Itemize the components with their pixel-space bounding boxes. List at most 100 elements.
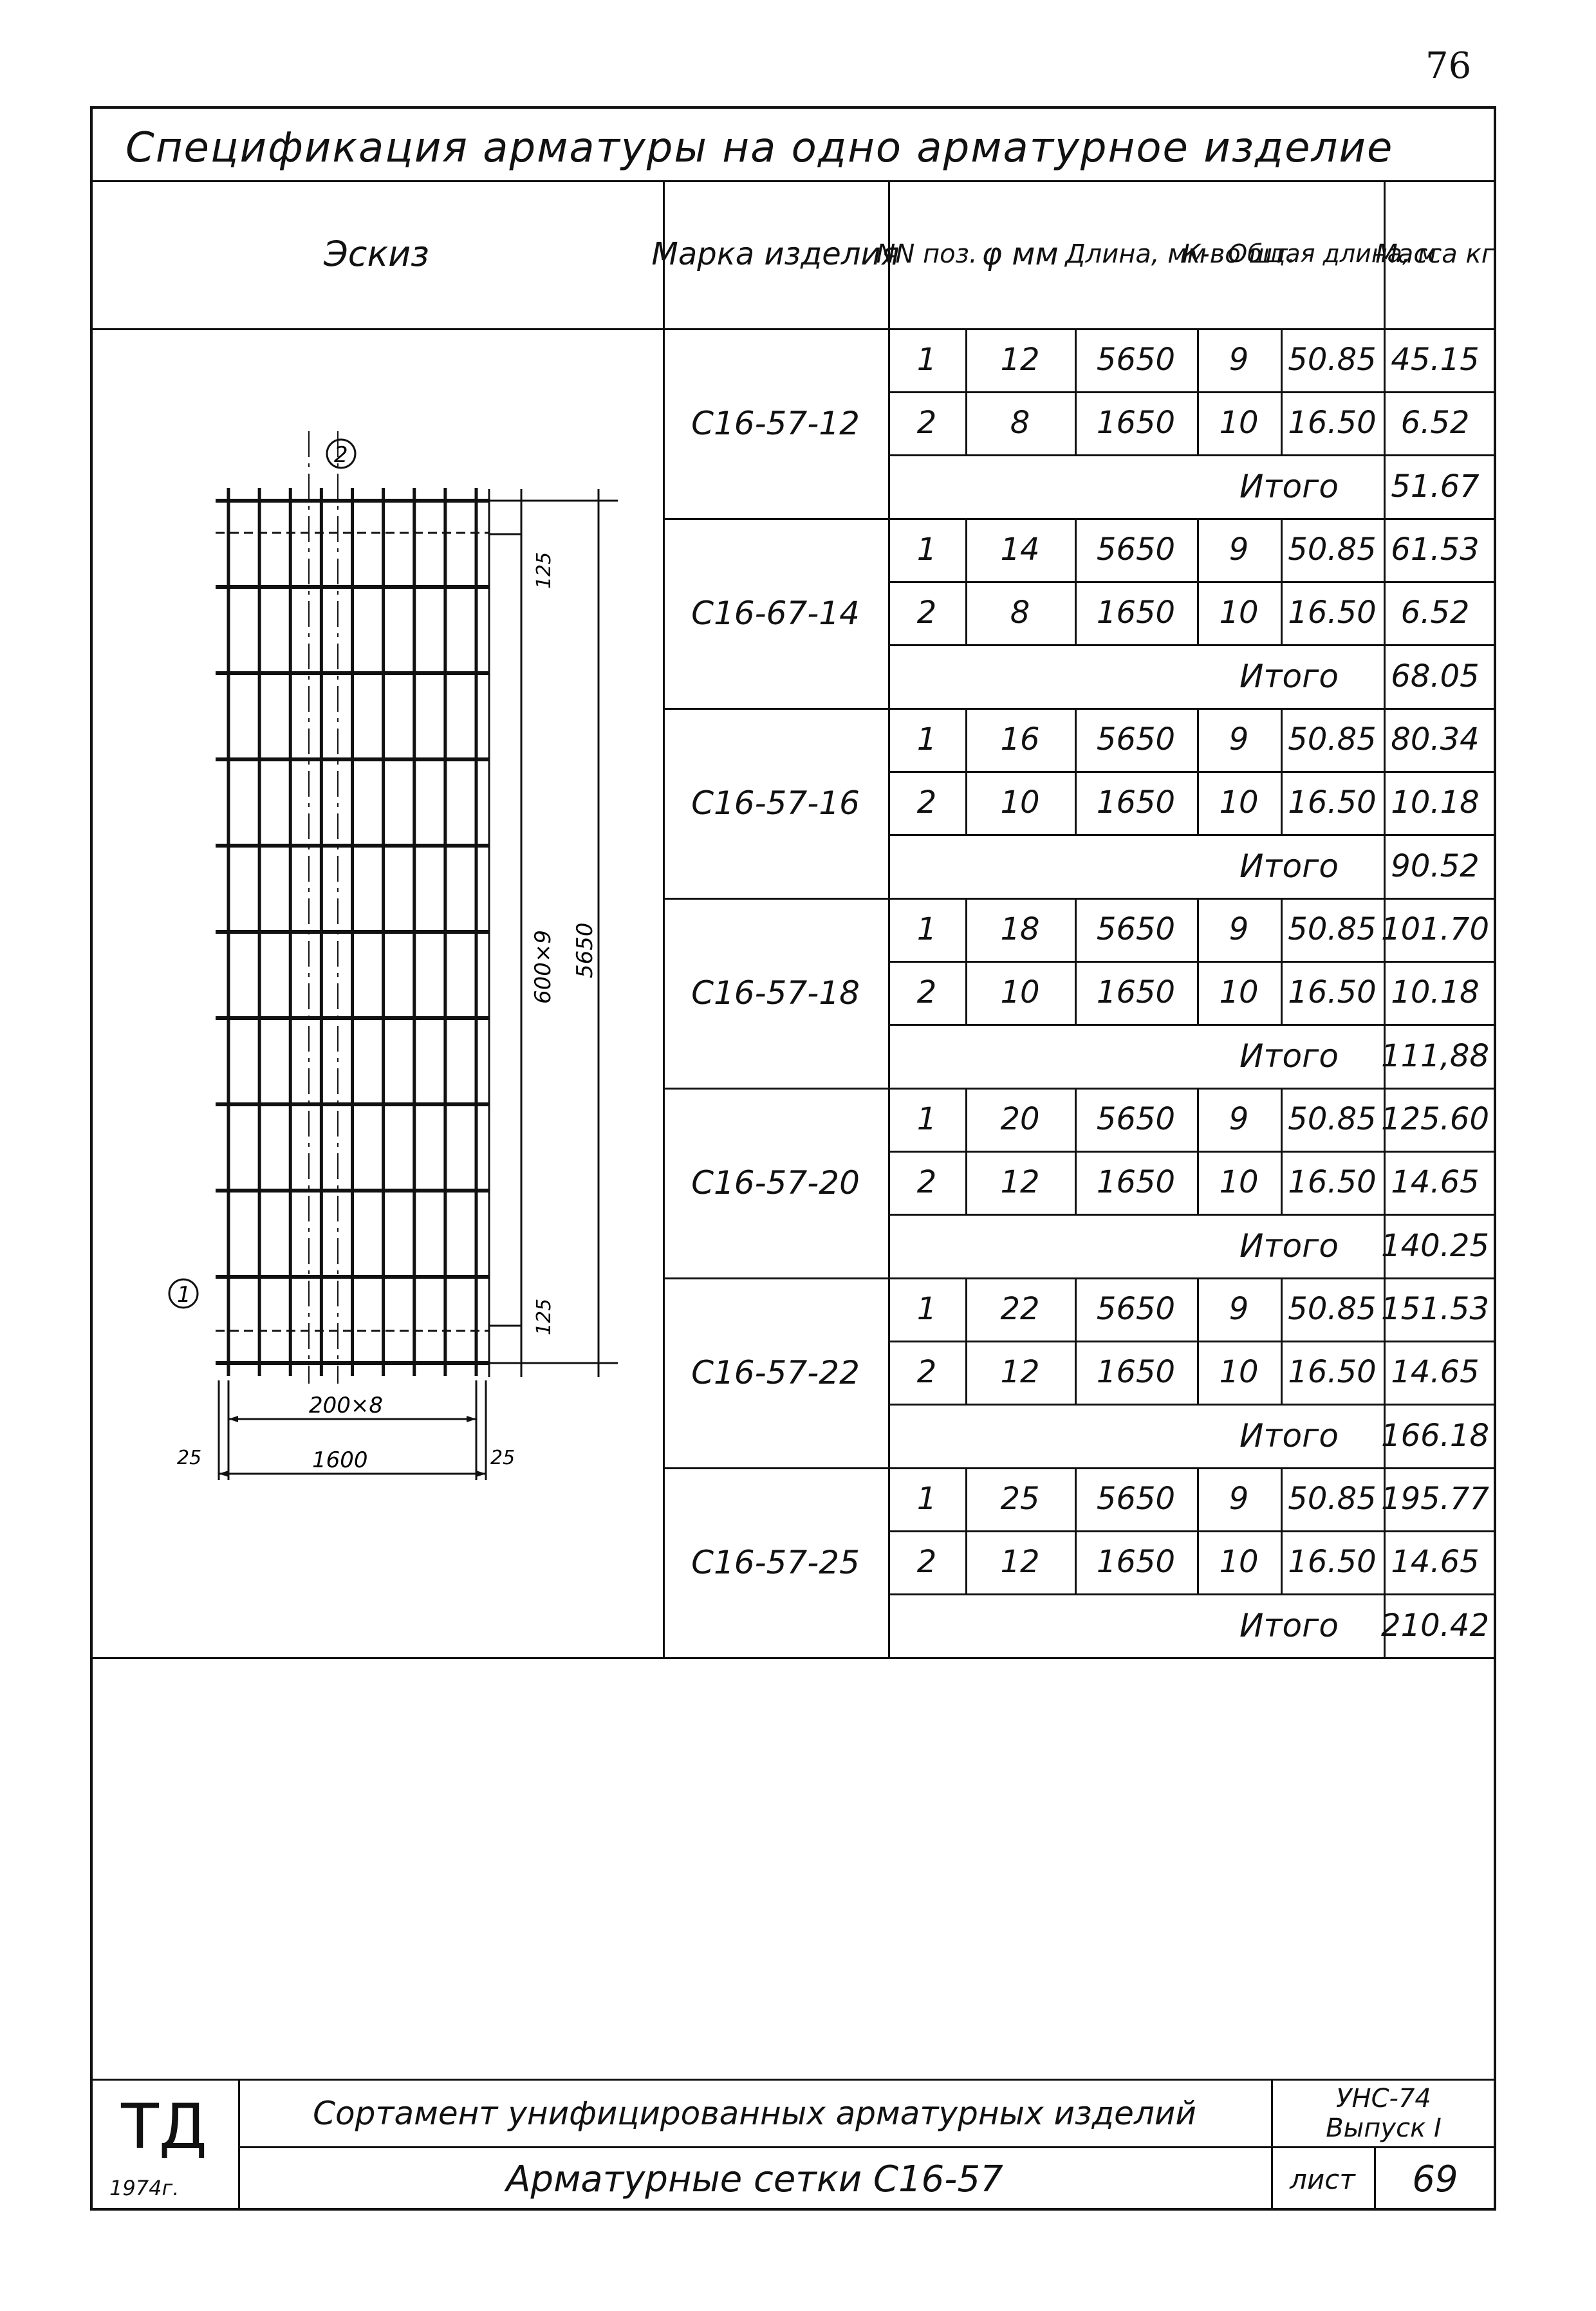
cell-len: 1650 <box>1096 1164 1176 1200</box>
cell-total: 50.85 <box>1288 342 1377 378</box>
divider <box>888 1341 1496 1342</box>
cell-len: 5650 <box>1096 721 1176 757</box>
cell-pos: 2 <box>916 1354 937 1390</box>
cell-pos: 1 <box>916 1291 937 1327</box>
cell-len: 5650 <box>1096 1291 1176 1327</box>
divider <box>90 2079 1496 2081</box>
header-pos: NN поз. <box>876 239 978 269</box>
cell-mass: 10.18 <box>1391 784 1480 821</box>
cell-qty: 9 <box>1229 721 1249 757</box>
cell-len: 1650 <box>1096 974 1176 1010</box>
cell-total: 16.50 <box>1288 405 1377 441</box>
cell-dia: 25 <box>1000 1481 1040 1517</box>
itogo-label: Итого <box>1239 847 1339 885</box>
divider <box>888 1214 1496 1216</box>
cell-total: 50.85 <box>1288 721 1377 757</box>
dim-spacing: 600×9 <box>530 930 556 1004</box>
cell-pos: 1 <box>916 721 937 757</box>
cell-mass: 61.53 <box>1391 532 1480 568</box>
cell-qty: 10 <box>1219 974 1259 1010</box>
drawing-frame <box>90 106 1496 2211</box>
cell-qty: 10 <box>1219 405 1259 441</box>
cell-qty: 9 <box>1229 342 1249 378</box>
td-logo: ТД <box>121 2091 207 2163</box>
cell-len: 5650 <box>1096 1101 1176 1137</box>
divider <box>663 898 1496 900</box>
divider <box>238 2146 1496 2148</box>
cell-mass: 195.77 <box>1381 1481 1489 1517</box>
cell-dia: 10 <box>1000 974 1040 1010</box>
cell-pos: 1 <box>916 911 937 947</box>
group-mark: С16-57-18 <box>691 974 860 1012</box>
cell-pos: 2 <box>916 405 937 441</box>
divider <box>888 771 1496 773</box>
divider <box>888 1151 1496 1153</box>
cell-mass: 14.65 <box>1391 1544 1480 1580</box>
cell-len: 1650 <box>1096 595 1176 631</box>
header-total-length: Общая длина, м <box>1228 239 1436 268</box>
cell-mass: 151.53 <box>1381 1291 1489 1327</box>
cell-len: 5650 <box>1096 1481 1176 1517</box>
dim-right-overhang: 25 <box>490 1447 515 1469</box>
dim-top: 125 <box>533 552 555 589</box>
cell-pos: 2 <box>916 1164 937 1200</box>
divider <box>1271 2079 1273 2211</box>
divider <box>888 1593 1496 1595</box>
cell-total: 16.50 <box>1288 784 1377 821</box>
divider <box>1384 180 1386 1657</box>
cell-len: 1650 <box>1096 784 1176 821</box>
cell-qty: 10 <box>1219 1544 1259 1580</box>
divider <box>663 1277 1496 1279</box>
cell-qty: 9 <box>1229 1291 1249 1327</box>
group-mark: С16-57-12 <box>691 404 860 442</box>
cell-dia: 12 <box>1000 342 1040 378</box>
cell-dia: 8 <box>1010 405 1030 441</box>
divider <box>888 454 1496 456</box>
spec-title: Спецификация арматуры на одно арматурное… <box>125 124 1394 172</box>
dim-width: 1600 <box>312 1447 368 1473</box>
cell-dia: 14 <box>1000 532 1040 568</box>
cell-mass: 125.60 <box>1381 1101 1489 1137</box>
cell-total: 16.50 <box>1288 1544 1377 1580</box>
header-qty: К-во шт. <box>1182 239 1296 269</box>
cell-len: 5650 <box>1096 342 1176 378</box>
cell-total: 16.50 <box>1288 595 1377 631</box>
itogo-value: 68.05 <box>1391 658 1480 694</box>
header-mark: Марка изделия <box>651 236 900 272</box>
cell-qty: 9 <box>1229 532 1249 568</box>
itogo-value: 166.18 <box>1381 1417 1489 1454</box>
cell-pos: 2 <box>916 595 937 631</box>
divider <box>888 1404 1496 1406</box>
cell-dia: 8 <box>1010 595 1030 631</box>
page-number: 76 <box>1425 45 1472 87</box>
divider <box>663 1088 1496 1090</box>
cell-mass: 10.18 <box>1391 974 1480 1010</box>
group-mark: С16-57-16 <box>691 784 860 822</box>
sheet-label: лист <box>1290 2163 1355 2195</box>
cell-pos: 1 <box>916 532 937 568</box>
code: УНС-74 <box>1336 2083 1431 2113</box>
cell-mass: 14.65 <box>1391 1164 1480 1200</box>
cell-pos: 1 <box>916 1101 937 1137</box>
itogo-value: 140.25 <box>1381 1227 1489 1264</box>
divider <box>888 644 1496 646</box>
pos1-label: 1 <box>177 1282 191 1308</box>
cell-dia: 20 <box>1000 1101 1040 1137</box>
divider <box>663 1467 1496 1469</box>
year: 1974г. <box>109 2176 180 2200</box>
cell-total: 50.85 <box>1288 1481 1377 1517</box>
divider <box>238 2079 240 2211</box>
divider <box>888 1530 1496 1532</box>
cell-len: 5650 <box>1096 532 1176 568</box>
group-mark: С16-67-14 <box>691 594 860 632</box>
itogo-value: 51.67 <box>1391 468 1480 505</box>
mesh-sketch: 2 1 125 125 600×9 5650 200×8 1600 25 25 <box>168 431 618 1480</box>
issue: Выпуск I <box>1326 2113 1442 2143</box>
cell-dia: 16 <box>1000 721 1040 757</box>
itogo-label: Итого <box>1239 1037 1339 1075</box>
header-sketch: Эскиз <box>324 234 429 275</box>
divider <box>90 180 1496 182</box>
cell-qty: 9 <box>1229 1481 1249 1517</box>
cell-pos: 1 <box>916 1481 937 1517</box>
cell-qty: 9 <box>1229 1101 1249 1137</box>
